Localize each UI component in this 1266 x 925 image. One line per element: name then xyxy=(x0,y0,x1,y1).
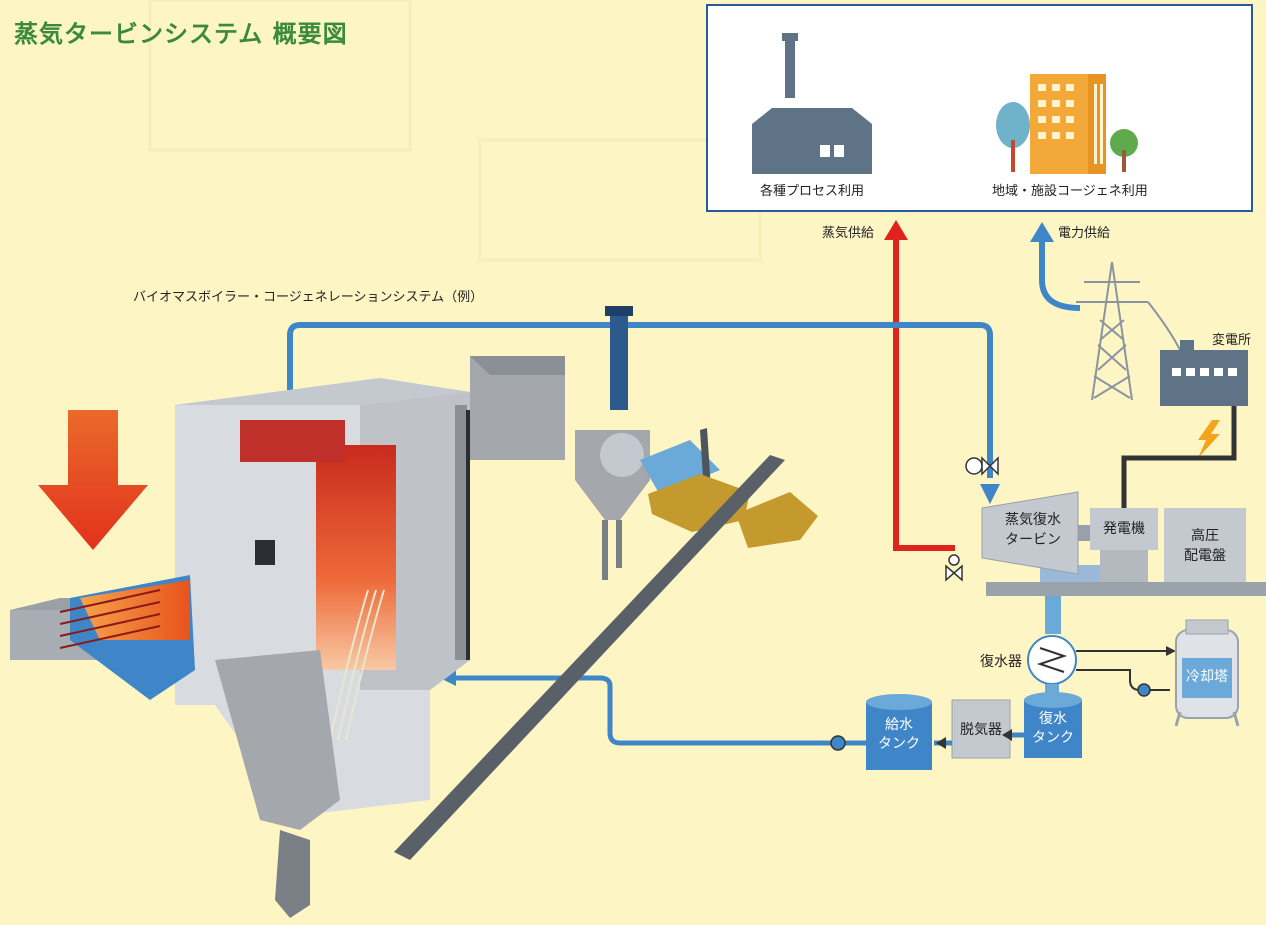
feedwater-tank-icon xyxy=(866,694,932,770)
extraction-valve-icon xyxy=(945,554,963,582)
generator-label: 発電機 xyxy=(1103,521,1145,537)
turbine-label-line2: タービン xyxy=(1005,532,1061,548)
deaerator-label: 脱気器 xyxy=(960,722,1002,738)
fuel-input-arrow xyxy=(38,410,148,550)
feedwater-arrow-1 xyxy=(1002,729,1012,741)
switchgear-label-line1: 高圧 xyxy=(1191,528,1219,544)
turbine-label-line1: 蒸気復水 xyxy=(1005,512,1061,528)
turbine-exhaust-pipe xyxy=(1045,596,1061,634)
equipment-platform xyxy=(986,582,1266,596)
condensate-tank-label-line2: タンク xyxy=(1032,730,1074,746)
steam-supply-arrow xyxy=(884,220,908,240)
substation-icon xyxy=(1160,340,1248,406)
cooling-water-out-arrow xyxy=(1166,646,1176,656)
feedwater-tank-label-line1: 給水 xyxy=(885,717,913,733)
feed-pump-icon xyxy=(830,735,846,751)
feedwater-boiler-arrow xyxy=(440,670,456,686)
process-use-label: 各種プロセス利用 xyxy=(760,184,865,199)
deaerator-icon xyxy=(951,699,1011,759)
switchgear-label-line2: 配電盤 xyxy=(1184,548,1226,564)
feedwater-tank-label: 給水 タンク xyxy=(866,716,932,754)
condenser-label: 復水器 xyxy=(980,654,1022,670)
cooling-pump-icon xyxy=(1137,683,1151,697)
steam-supply-label: 蒸気供給 xyxy=(822,226,875,241)
control-valve-icon xyxy=(965,456,999,476)
main-steam-arrow xyxy=(980,484,1000,504)
power-supply-arrow xyxy=(1030,222,1054,242)
turbine-shaft xyxy=(1078,525,1090,541)
system-subtitle: バイオマスボイラー・コージェネレーションシステム（例） xyxy=(133,290,484,305)
substation-label: 変電所 xyxy=(1212,333,1252,348)
district-use-label: 地域・施設コージェネ利用 xyxy=(992,184,1148,199)
cooling-tower-icon xyxy=(1174,619,1240,727)
steam-supply-pipe xyxy=(893,240,955,551)
cooling-tower-label: 冷却塔 xyxy=(1186,669,1228,685)
power-supply-label: 電力供給 xyxy=(1058,226,1111,241)
switchgear-label: 高圧 配電盤 xyxy=(1168,526,1242,566)
lightning-icon xyxy=(1198,420,1220,458)
factory-icon xyxy=(752,33,872,174)
condenser-coil xyxy=(1036,647,1068,673)
turbine-body xyxy=(981,491,1079,575)
main-steam-pipe xyxy=(287,322,993,478)
feedwater-arrow-2 xyxy=(936,737,946,749)
transmission-tower-icon xyxy=(1076,261,1181,401)
condensate-tank-label: 復水 タンク xyxy=(1024,710,1082,748)
page-title: 蒸気タービンシステム 概要図 xyxy=(14,20,348,48)
power-supply-line xyxy=(1039,242,1081,311)
cooling-water-return xyxy=(1076,669,1170,691)
condensate-tank-icon xyxy=(1024,692,1082,758)
district-buildings-icon xyxy=(996,74,1138,174)
boiler-illustration xyxy=(10,306,818,918)
feedwater-tank-label-line2: タンク xyxy=(878,736,920,752)
generator-body xyxy=(1090,508,1158,550)
switchgear-body xyxy=(1164,508,1246,582)
generator-base xyxy=(1100,550,1148,582)
condensate-tank-label-line1: 復水 xyxy=(1039,711,1067,727)
turbine-label: 蒸気復水 タービン xyxy=(998,510,1068,550)
power-cable xyxy=(1121,406,1237,510)
